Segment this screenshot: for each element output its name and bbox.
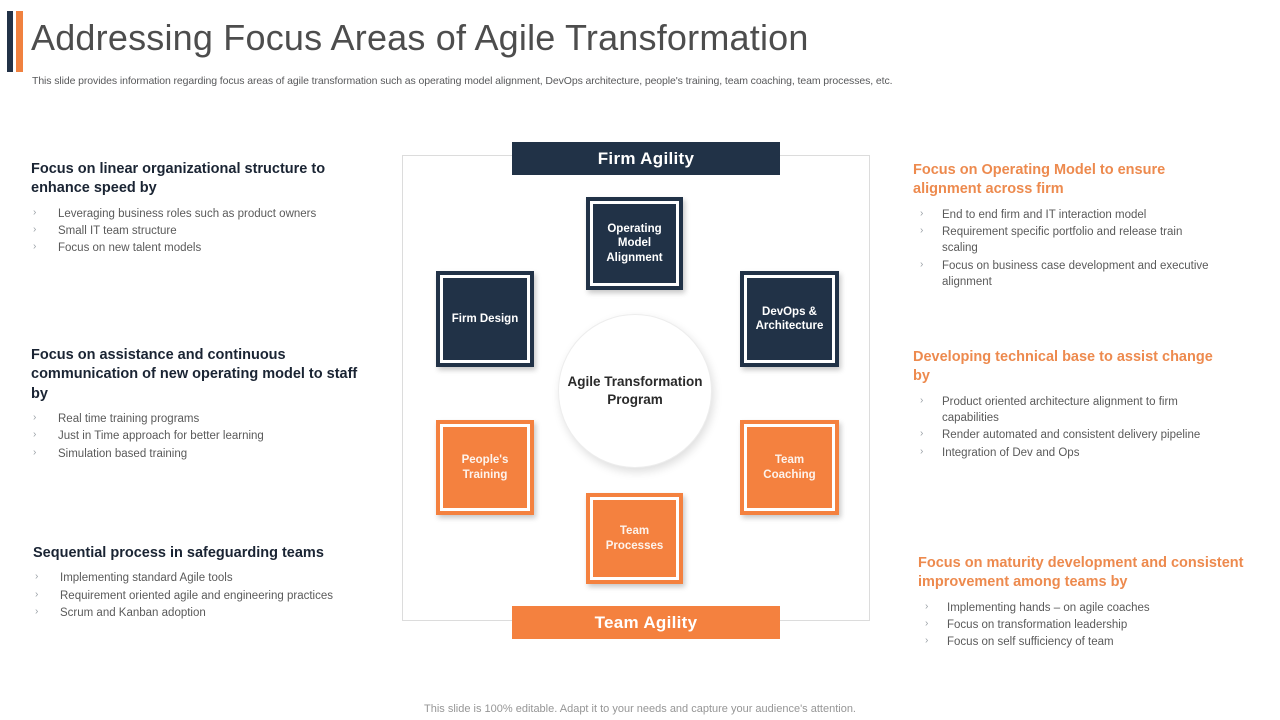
node-label: DevOps & Architecture <box>744 275 835 363</box>
list-item: › Focus on business case development and … <box>918 258 1213 291</box>
list-item: › Real time training programs <box>31 411 371 427</box>
focus-block-maturity-development: Focus on maturity development and consis… <box>918 554 1248 652</box>
page-subtitle: This slide provides information regardin… <box>32 75 893 87</box>
list-item: › Requirement oriented agile and engineer… <box>33 588 389 604</box>
list-item: › Focus on new talent models <box>31 240 387 256</box>
node-team-coaching[interactable]: Team Coaching <box>740 420 839 515</box>
node-label: Operating Model Alignment <box>590 201 679 286</box>
block-heading: Focus on linear organizational structure… <box>31 161 326 197</box>
focus-block-sequential-process: Sequential process in safeguarding teams… <box>33 544 389 622</box>
focus-block-linear-structure: Focus on linear organizational structure… <box>31 160 387 258</box>
chevron-right-icon: › <box>33 241 37 253</box>
list-item-label: Focus on business case development and e… <box>942 259 1209 288</box>
list-item: › Small IT team structure <box>31 223 387 239</box>
chevron-right-icon: › <box>33 411 37 423</box>
node-operating-model-alignment[interactable]: Operating Model Alignment <box>586 197 683 290</box>
chevron-right-icon: › <box>920 258 924 270</box>
node-label: Firm Design <box>440 275 530 363</box>
node-firm-design[interactable]: Firm Design <box>436 271 534 367</box>
node-devops-architecture[interactable]: DevOps & Architecture <box>740 271 839 367</box>
list-item-label: Focus on self sufficiency of team <box>947 636 1114 649</box>
chevron-right-icon: › <box>35 571 39 583</box>
chevron-right-icon: › <box>33 446 37 458</box>
chevron-right-icon: › <box>35 588 39 600</box>
list-item-label: Render automated and consistent delivery… <box>942 429 1201 442</box>
footer-note: This slide is 100% editable. Adapt it to… <box>424 703 856 715</box>
page-title: Addressing Focus Areas of Agile Transfor… <box>31 17 809 58</box>
focus-block-technical-base: Developing technical base to assist chan… <box>913 348 1223 462</box>
node-peoples-training[interactable]: People's Training <box>436 420 534 515</box>
chevron-right-icon: › <box>925 635 929 647</box>
node-label: People's Training <box>440 424 530 511</box>
list-item-label: Requirement oriented agile and engineeri… <box>60 589 333 602</box>
block-heading: Focus on Operating Model to ensure align… <box>913 162 1166 198</box>
list-item: › Focus on self sufficiency of team <box>923 634 1248 650</box>
bullet-list: › Leveraging business roles such as produ… <box>31 206 387 257</box>
list-item-label: Integration of Dev and Ops <box>942 446 1080 459</box>
list-item-label: Implementing hands – on agile coaches <box>947 601 1150 614</box>
list-item-label: End to end firm and IT interaction model <box>942 208 1147 221</box>
chevron-right-icon: › <box>925 600 929 612</box>
bullet-list: › Implementing standard Agile tools › Requ… <box>33 570 389 621</box>
chevron-right-icon: › <box>920 428 924 440</box>
node-agile-transformation-program[interactable]: Agile Transformation Program <box>558 314 712 468</box>
bullet-list: › Real time training programs › Just in Ti… <box>31 411 371 462</box>
list-item: › Implementing standard Agile tools <box>33 570 389 586</box>
list-item-label: Product oriented architecture alignment … <box>942 395 1178 424</box>
chevron-right-icon: › <box>33 223 37 235</box>
list-item: › Integration of Dev and Ops <box>918 445 1223 461</box>
list-item-label: Just in Time approach for better learnin… <box>58 430 264 443</box>
list-item: › End to end firm and IT interaction mode… <box>918 207 1213 223</box>
focus-block-assistance-communication: Focus on assistance and continuous commu… <box>31 346 371 463</box>
list-item-label: Real time training programs <box>58 412 200 425</box>
list-item: › Leveraging business roles such as produ… <box>31 206 387 222</box>
list-item: › Simulation based training <box>31 446 371 462</box>
chevron-right-icon: › <box>35 605 39 617</box>
block-heading: Focus on maturity development and consis… <box>918 555 1244 591</box>
list-item-label: Implementing standard Agile tools <box>60 572 233 585</box>
list-item-label: Small IT team structure <box>58 224 177 237</box>
bullet-list: › End to end firm and IT interaction mode… <box>918 207 1213 291</box>
node-label: Team Coaching <box>744 424 835 511</box>
list-item-label: Scrum and Kanban adoption <box>60 606 206 619</box>
chevron-right-icon: › <box>920 207 924 219</box>
title-accent-bar-orange <box>16 11 23 72</box>
list-item: › Scrum and Kanban adoption <box>33 605 389 621</box>
list-item: › Product oriented architecture alignment… <box>918 394 1223 427</box>
list-item: › Focus on transformation leadership <box>923 617 1248 633</box>
list-item: › Just in Time approach for better learni… <box>31 428 371 444</box>
banner-team-agility: Team Agility <box>512 606 780 639</box>
focus-block-operating-model: Focus on Operating Model to ensure align… <box>913 161 1213 291</box>
list-item-label: Leveraging business roles such as produc… <box>58 207 317 220</box>
list-item-label: Requirement specific portfolio and relea… <box>942 225 1183 255</box>
chevron-right-icon: › <box>920 445 924 457</box>
block-heading: Focus on assistance and continuous commu… <box>31 347 358 402</box>
chevron-right-icon: › <box>925 617 929 629</box>
list-item: › Implementing hands – on agile coaches <box>923 600 1248 616</box>
list-item: › Render automated and consistent deliver… <box>918 427 1223 443</box>
list-item-label: Simulation based training <box>58 447 188 460</box>
node-team-processes[interactable]: Team Processes <box>586 493 683 584</box>
block-heading: Sequential process in safeguarding teams <box>33 545 324 561</box>
list-item: › Requirement specific portfolio and rele… <box>918 224 1213 257</box>
chevron-right-icon: › <box>920 394 924 406</box>
node-label: Team Processes <box>590 497 679 580</box>
bullet-list: › Product oriented architecture alignment… <box>918 394 1223 461</box>
title-accent-bar-navy <box>7 11 13 72</box>
bullet-list: › Implementing hands – on agile coaches ›… <box>923 600 1248 651</box>
chevron-right-icon: › <box>33 429 37 441</box>
banner-firm-agility: Firm Agility <box>512 142 780 175</box>
list-item-label: Focus on transformation leadership <box>947 618 1128 631</box>
chevron-right-icon: › <box>920 224 924 236</box>
block-heading: Developing technical base to assist chan… <box>913 349 1213 385</box>
chevron-right-icon: › <box>33 206 37 218</box>
list-item-label: Focus on new talent models <box>58 242 202 255</box>
